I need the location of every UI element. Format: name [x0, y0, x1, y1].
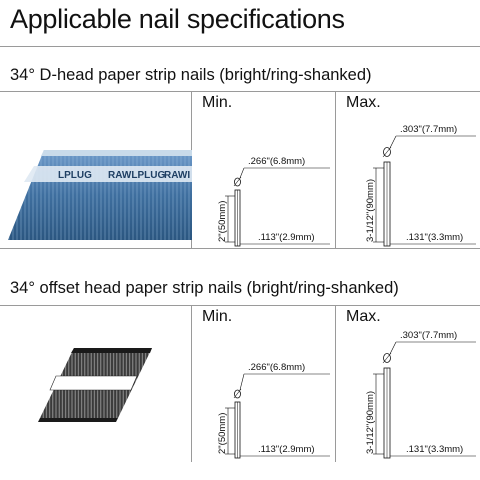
- nail-head-icon: [383, 147, 391, 157]
- length-dimension: 2"(50mm): [217, 201, 228, 242]
- svg-text:RAWI: RAWI: [164, 170, 190, 181]
- head-dimension: .303"(7.7mm): [400, 124, 457, 135]
- dhead-nail-strip-icon: LPLUG RAWLPLUG RAWI: [8, 150, 192, 240]
- page-title: Applicable nail specifications: [10, 4, 345, 34]
- spec-max-dhead: Max. .303"(7.7mm) 3-1/12"(90mm) .131"(3.…: [336, 92, 480, 248]
- nail-strip-image-dhead: LPLUG RAWLPLUG RAWI: [0, 92, 192, 248]
- spec-row-offset: Min. .266"(6.8mm) 2"(50mm) .113"(2.9mm) …: [0, 306, 480, 462]
- shank-dimension: .113"(2.9mm): [258, 232, 315, 243]
- divider: [0, 91, 480, 92]
- spec-max-offset: Max. .303"(7.7mm) 3-1/12"(90mm) .131"(3.…: [336, 306, 480, 462]
- shank-dimension: .131"(3.3mm): [406, 232, 463, 243]
- nail-strip-image-offset: [0, 306, 192, 462]
- nail-head-icon: [383, 353, 391, 363]
- divider: [0, 46, 480, 47]
- head-dimension: .303"(7.7mm): [400, 330, 457, 341]
- offset-head-nail-strip-icon: [38, 348, 152, 422]
- divider: [0, 305, 480, 306]
- max-label: Max.: [346, 94, 381, 111]
- max-label: Max.: [346, 308, 381, 325]
- length-dimension: 3-1/12"(90mm): [365, 179, 376, 242]
- divider: [0, 248, 480, 249]
- min-label: Min.: [202, 94, 233, 111]
- section-title-offset: 34° offset head paper strip nails (brigh…: [10, 279, 399, 297]
- nail-head-icon: [234, 177, 241, 187]
- head-dimension: .266"(6.8mm): [248, 156, 305, 167]
- shank-dimension: .131"(3.3mm): [406, 444, 463, 455]
- spec-min-dhead: Min. .266"(6.8mm) 2"(50mm) .113"(2.9mm): [192, 92, 336, 248]
- min-label: Min.: [202, 308, 233, 325]
- section-title-dhead: 34° D-head paper strip nails (bright/rin…: [10, 66, 372, 84]
- length-dimension: 2"(50mm): [217, 413, 228, 454]
- head-dimension: .266"(6.8mm): [248, 362, 305, 373]
- length-dimension: 3-1/12"(90mm): [365, 391, 376, 454]
- shank-dimension: .113"(2.9mm): [258, 444, 315, 455]
- strip-brand-partial: LPLUG: [58, 170, 92, 181]
- nail-head-icon: [234, 389, 241, 399]
- spec-row-dhead: LPLUG RAWLPLUG RAWI Min. .266"(6.8mm) 2"…: [0, 92, 480, 248]
- spec-min-offset: Min. .266"(6.8mm) 2"(50mm) .113"(2.9mm): [192, 306, 336, 462]
- strip-brand: RAWLPLUG: [108, 170, 165, 181]
